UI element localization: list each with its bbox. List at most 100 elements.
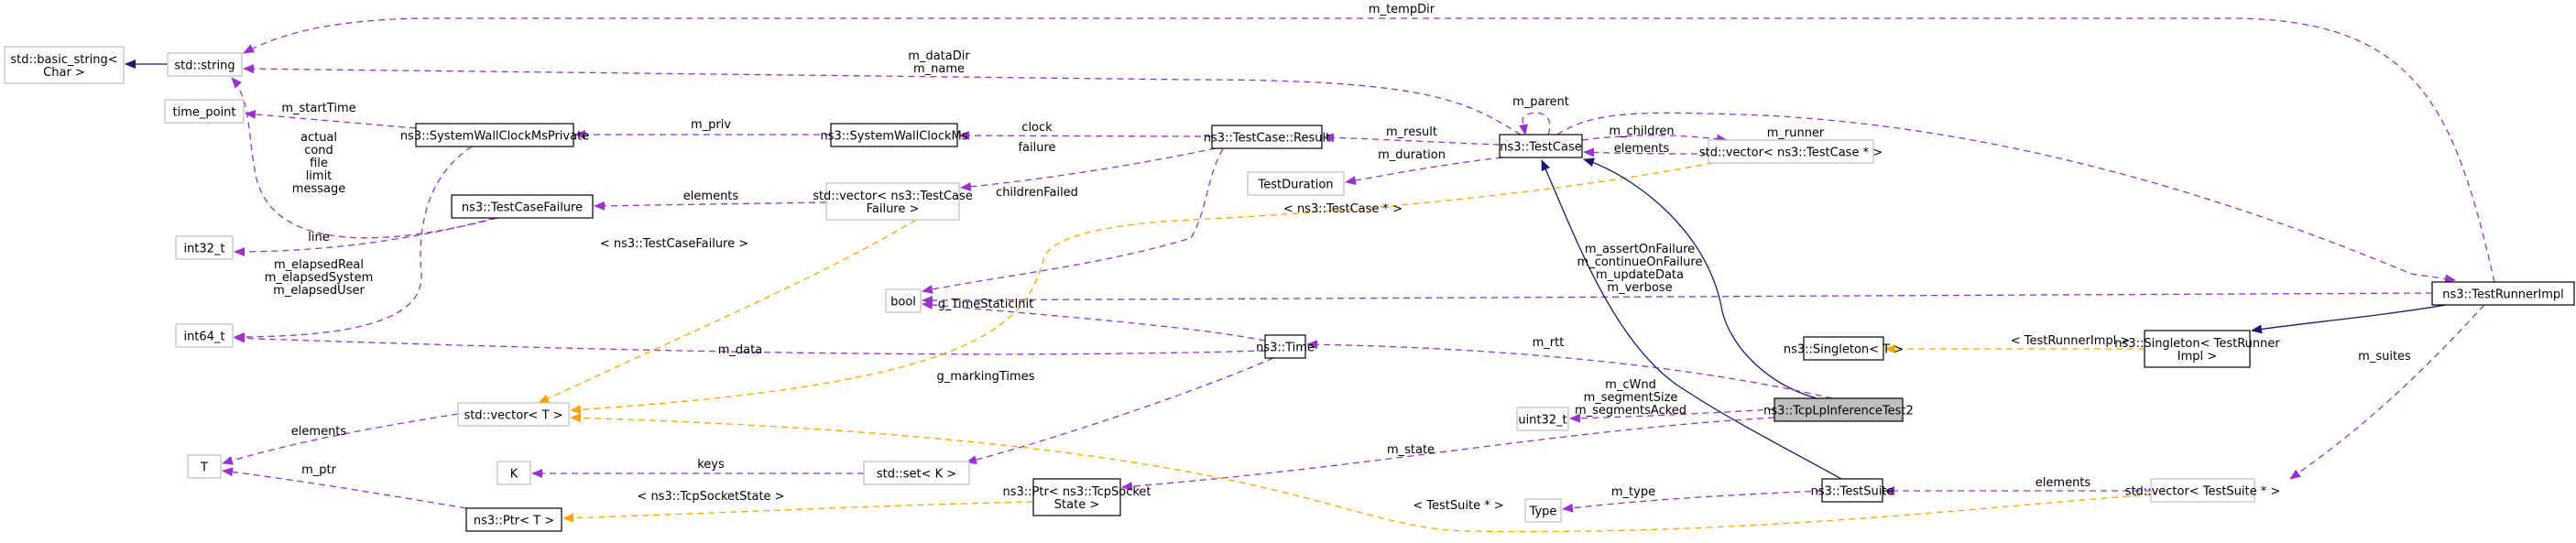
edge-label: childrenFailed xyxy=(996,186,1078,200)
node-basic-string[interactable]: std::basic_string<Char > xyxy=(4,46,125,84)
edge-label: g_markingTimes xyxy=(937,370,1035,384)
node-vector-failure[interactable]: std::vector< ns3::TestCaseFailure > xyxy=(813,182,973,221)
node-label: Type xyxy=(1529,505,1557,519)
node-box xyxy=(1516,407,1569,431)
edge-type xyxy=(1562,490,1823,513)
edge-markingtimes xyxy=(966,357,1274,465)
node-testsuite[interactable]: ns3::TestSuite xyxy=(1811,478,1894,503)
node-box xyxy=(1264,334,1306,359)
edge-duration xyxy=(1345,157,1503,186)
node-K[interactable]: K xyxy=(497,461,531,485)
edge-vecT-T xyxy=(222,413,459,465)
edge-label: m_duration xyxy=(1378,148,1446,162)
node-wallclock-private[interactable]: ns3::SystemWallClockMsPrivate xyxy=(400,123,589,147)
node-type[interactable]: Type xyxy=(1524,498,1562,523)
edge-result xyxy=(1323,133,1501,146)
node-box xyxy=(2431,281,2575,306)
edge-label: m_continueOnFailure xyxy=(1577,255,1703,269)
edge-label: m_children xyxy=(1609,125,1674,138)
node-label: ns3::Singleton< TestRunner xyxy=(2114,337,2280,351)
edge-label: elements xyxy=(1614,142,1670,156)
node-box xyxy=(1032,478,1121,516)
node-label: Failure > xyxy=(867,202,920,216)
node-label: ns3::TestSuite xyxy=(1811,485,1894,499)
node-result[interactable]: ns3::TestCase::Result xyxy=(1204,125,1330,149)
node-box xyxy=(167,52,243,77)
node-testrunnerimpl[interactable]: ns3::TestRunnerImpl xyxy=(2431,281,2575,306)
node-testduration[interactable]: TestDuration xyxy=(1247,171,1345,196)
edge-label: line xyxy=(308,231,329,244)
node-int64-t[interactable]: int64_t xyxy=(175,323,234,348)
edge-label: m_result xyxy=(1386,125,1437,139)
edge-label: cond xyxy=(304,144,333,157)
edge-state xyxy=(1121,417,1775,492)
node-tcplp-test2[interactable]: ns3::TcpLpInferenceTest2 xyxy=(1763,397,1914,422)
edge-label: m_runner xyxy=(1767,126,1825,140)
edge-label: < ns3::TestCase * > xyxy=(1283,202,1403,216)
node-uint32-t[interactable]: uint32_t xyxy=(1516,407,1569,431)
edge-label: clock xyxy=(1021,121,1053,135)
edge-labels-layer: m_tempDirm_dataDirm_nameactualcondfileli… xyxy=(265,3,2411,513)
node-wallclock[interactable]: ns3::SystemWallClockMs xyxy=(820,123,968,147)
node-label: TestDuration xyxy=(1257,179,1333,192)
edge-label: m_state xyxy=(1387,443,1435,457)
node-label: std::vector< TestSuite * > xyxy=(2125,485,2281,499)
node-box xyxy=(825,182,960,221)
node-box xyxy=(175,235,234,260)
node-label: ns3::Ptr< T > xyxy=(474,515,554,528)
edge-childrenfailed xyxy=(922,148,1224,294)
node-box xyxy=(2150,478,2255,503)
node-vector-testcase[interactable]: std::vector< ns3::TestCase * > xyxy=(1699,139,1883,164)
node-ptr-tcpsocketstate[interactable]: ns3::Ptr< ns3::TcpSocketState > xyxy=(1002,478,1152,516)
node-box xyxy=(2144,330,2251,368)
edge-label: g_TimeStaticInit xyxy=(938,298,1034,311)
node-box xyxy=(465,507,562,532)
node-bool[interactable]: bool xyxy=(885,288,922,313)
node-box xyxy=(1803,336,1884,361)
node-label: Impl > xyxy=(2178,350,2217,364)
node-box xyxy=(187,454,222,479)
node-label: ns3::Ptr< ns3::TcpSocket xyxy=(1002,485,1151,499)
edge-uint xyxy=(1569,408,1775,423)
node-label: std::vector< ns3::TestCase * > xyxy=(1699,147,1883,160)
edge-label: m_verbose xyxy=(1607,281,1672,295)
edge-label: m_assertOnFailure xyxy=(1585,243,1695,256)
edge-ptr-T xyxy=(222,467,467,509)
node-label: bool xyxy=(890,296,916,310)
edge-label: limit xyxy=(306,169,333,183)
edge-test2-tc xyxy=(1583,157,1817,399)
node-vector-testsuite[interactable]: std::vector< TestSuite * > xyxy=(2125,478,2281,503)
node-ptr-T[interactable]: ns3::Ptr< T > xyxy=(465,507,562,532)
node-std-string[interactable]: std::string xyxy=(167,52,243,77)
edge-label: actual xyxy=(300,131,337,145)
node-singleton-runner[interactable]: ns3::Singleton< TestRunnerImpl > xyxy=(2114,330,2280,368)
edge-label: m_elapsedReal xyxy=(274,258,364,272)
edge-runner xyxy=(1556,112,2456,284)
edge-label: < TestSuite * > xyxy=(1413,499,1503,513)
node-std-set-K[interactable]: std::set< K > xyxy=(863,461,970,485)
node-label: ns3::TestCaseFailure xyxy=(462,201,583,215)
edge-parent xyxy=(1519,112,1551,136)
node-label: time_point xyxy=(172,106,235,120)
node-testcase[interactable]: ns3::TestCase xyxy=(1499,134,1583,158)
edge-rtt xyxy=(1306,340,1833,399)
node-box xyxy=(164,99,245,124)
edge-label: m_priv xyxy=(691,118,731,132)
node-label: std::basic_string< xyxy=(10,53,117,67)
edge-vts-tmpl xyxy=(570,413,2152,533)
edge-label: m_parent xyxy=(1512,95,1569,109)
edge-staticinit xyxy=(922,300,1266,342)
node-time[interactable]: ns3::Time xyxy=(1256,334,1315,359)
node-time-point[interactable]: time_point xyxy=(164,99,245,124)
edge-label: m_elapsedSystem xyxy=(265,271,374,285)
node-testcase-failure[interactable]: ns3::TestCaseFailure xyxy=(451,194,594,219)
node-singleton-T[interactable]: ns3::Singleton< T > xyxy=(1784,336,1904,361)
node-std-vector-T[interactable]: std::vector< T > xyxy=(457,402,570,427)
node-label: ns3::SystemWallClockMsPrivate xyxy=(400,130,589,144)
node-T[interactable]: T xyxy=(187,454,222,479)
edge-vtc-elements xyxy=(1583,147,1709,157)
node-int32-t[interactable]: int32_t xyxy=(175,235,234,260)
node-box xyxy=(497,461,531,485)
node-box xyxy=(1821,478,1883,503)
edge-flags xyxy=(922,292,2433,305)
